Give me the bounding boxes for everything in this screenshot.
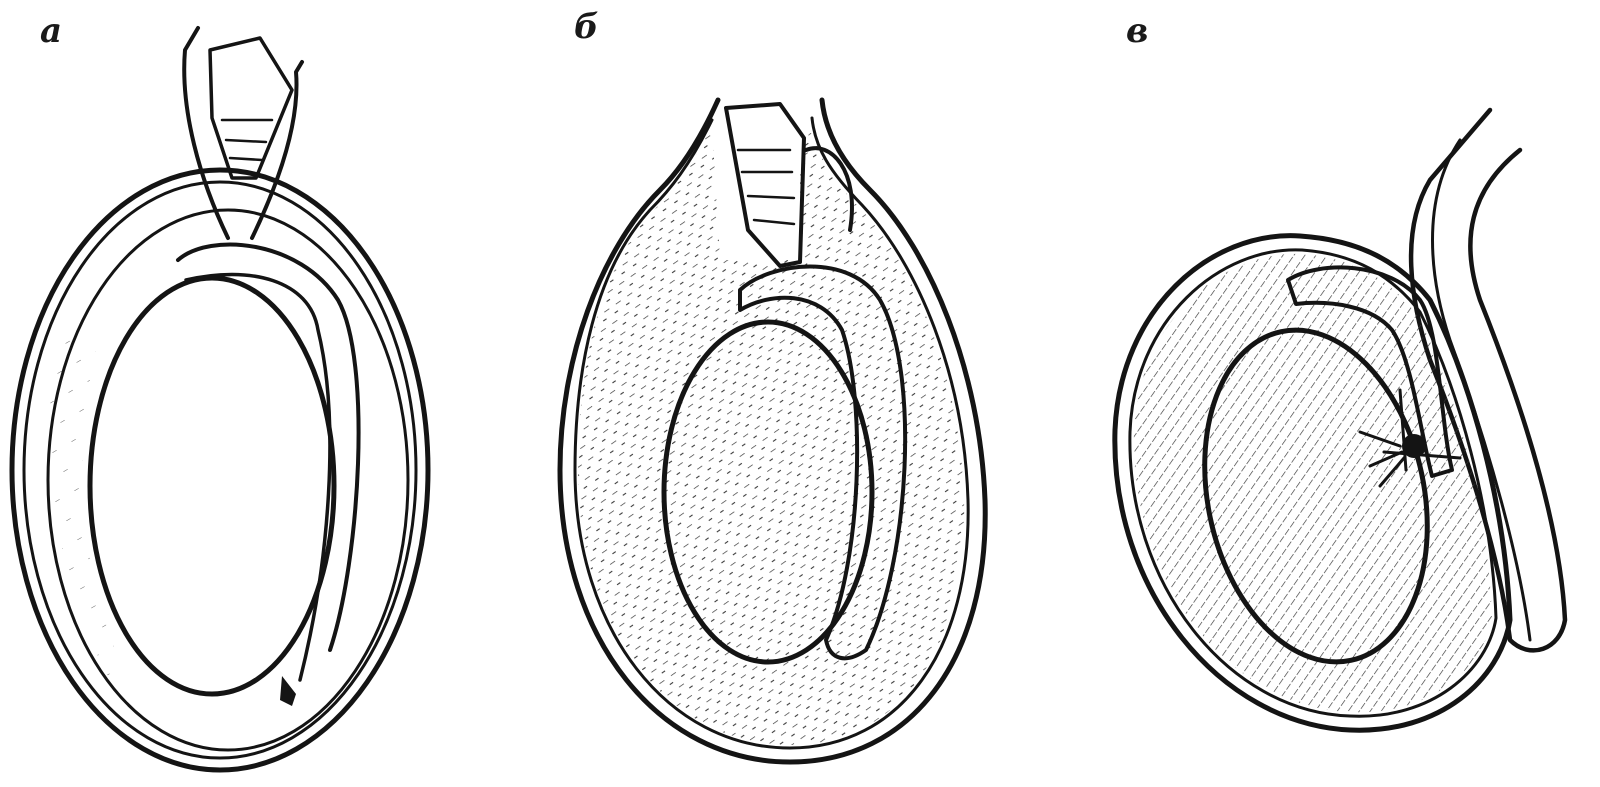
panel-a-cord-left: [184, 28, 228, 238]
panel-b-drawing: [560, 100, 985, 762]
panel-label-b: б: [574, 10, 599, 44]
panel-a-cord-right: [252, 62, 302, 238]
panel-a-torsion-mark: [280, 676, 296, 706]
panel-a-cord-vessel: [210, 38, 292, 178]
panel-a-testis: [90, 278, 334, 694]
panel-a-sheath: [48, 210, 408, 750]
panel-c-torsion-mark: [1402, 434, 1426, 458]
panel-c-drawing: [1115, 110, 1565, 730]
panel-label-c: в: [1126, 14, 1148, 48]
panel-label-a: а: [40, 14, 62, 48]
panel-b-cord: [726, 104, 804, 266]
panel-a-drawing: [12, 28, 428, 770]
